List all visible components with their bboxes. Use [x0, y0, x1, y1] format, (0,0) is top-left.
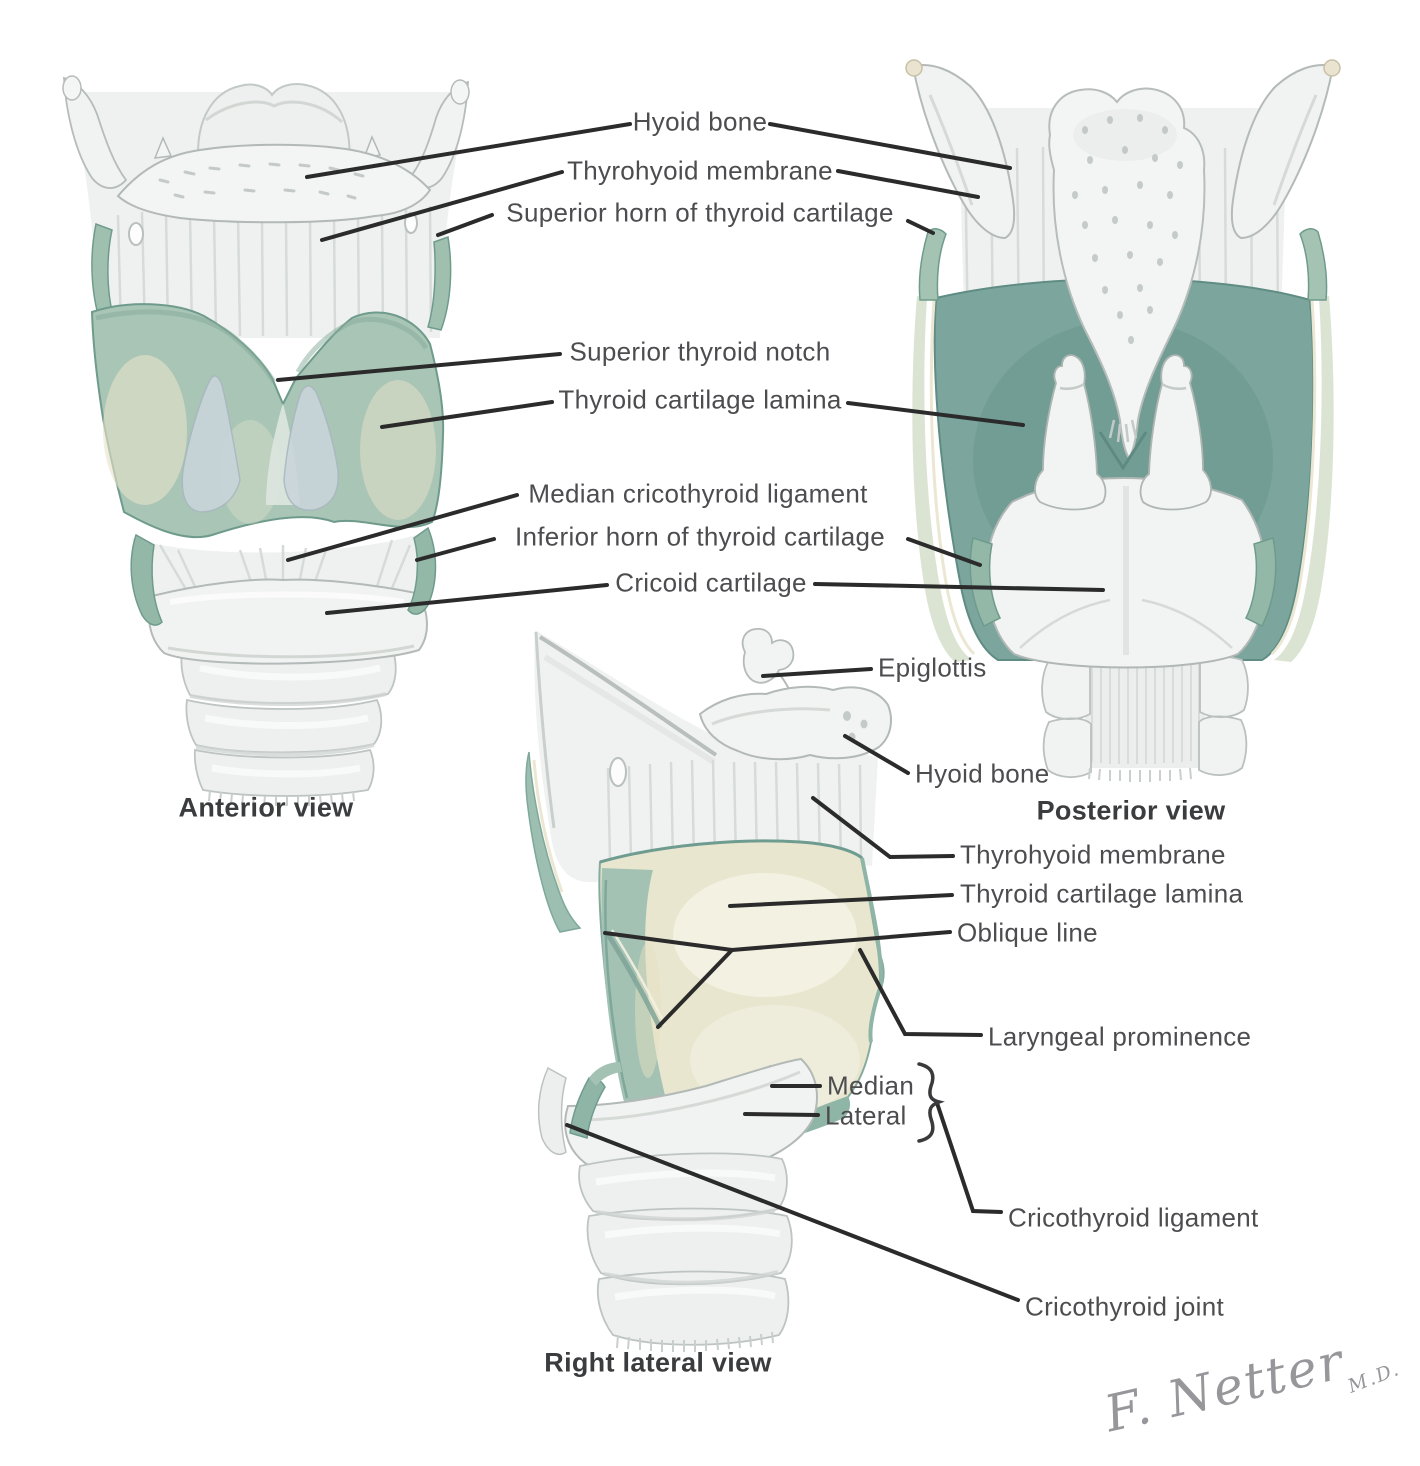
anterior-hyoid-bone	[116, 143, 432, 224]
leader-median-crico-ligament	[286, 493, 519, 562]
label-epiglottis: Epiglottis	[878, 652, 987, 683]
label-thyrohyoid-membrane-top: Thyrohyoid membrane	[567, 155, 833, 186]
label-superior-horn: Superior horn of thyroid cartilage	[506, 197, 894, 228]
right-lateral-view-art	[525, 628, 892, 1352]
lateral-epiglottis-tip	[741, 628, 795, 684]
posterior-view-art	[905, 59, 1341, 782]
leader-cricothyroid-joint	[565, 1123, 1020, 1302]
caption-anterior-view: Anterior view	[178, 792, 354, 823]
label-cricothyroid-joint: Cricothyroid joint	[1025, 1291, 1225, 1322]
leader-cricoid-anterior	[325, 583, 609, 615]
label-oblique-line: Oblique line	[957, 917, 1098, 948]
leader-superior-horn-posterior	[906, 219, 935, 235]
leader-thyrohyoid-anterior	[320, 170, 564, 242]
label-lateral: Lateral	[825, 1100, 907, 1131]
leader-hyoid-posterior	[768, 122, 1012, 170]
label-thyrohyoid-membrane-lateral: Thyrohyoid membrane	[960, 839, 1226, 870]
leader-superior-notch	[276, 352, 562, 382]
leader-lateral	[743, 1112, 820, 1117]
label-superior-thyroid-notch: Superior thyroid notch	[569, 336, 831, 367]
label-thyroid-lamina-top: Thyroid cartilage lamina	[558, 384, 842, 415]
posterior-hyoid-bone	[911, 64, 1335, 240]
label-hyoid-bone-anterior: Hyoid bone	[632, 106, 768, 137]
leader-laryngeal-prominence	[858, 948, 983, 1037]
leader-cricoid-posterior	[813, 582, 1105, 592]
leader-thyrohyoid-posterior	[836, 169, 980, 199]
leader-inferior-horn-anterior	[415, 537, 496, 562]
leader-epiglottis	[761, 667, 873, 678]
leader-lamina-posterior	[846, 401, 1025, 427]
anterior-cricoid-cartilage	[147, 578, 428, 665]
label-median: Median	[827, 1070, 915, 1101]
posterior-epiglottis	[1048, 87, 1206, 460]
posterior-trachea-rings	[1041, 655, 1249, 778]
brace	[917, 1062, 945, 1143]
lateral-hyoid-bone	[698, 685, 892, 761]
caption-right-lateral-view: Right lateral view	[544, 1347, 772, 1378]
anterior-view-art	[62, 75, 470, 807]
posterior-arytenoid-cartilages	[1034, 354, 1212, 511]
leader-oblique-line	[730, 930, 952, 952]
leader-lamina-anterior	[380, 400, 554, 429]
label-cricoid-cartilage: Cricoid cartilage	[615, 567, 807, 598]
label-inferior-horn: Inferior horn of thyroid cartilage	[514, 521, 886, 552]
caption-posterior-view: Posterior view	[1036, 795, 1226, 826]
leader-superior-horn-anterior	[436, 213, 494, 237]
leader-thyrohyoid-lateral	[811, 796, 955, 860]
lateral-oblique-line	[604, 931, 663, 1030]
leader-hyoid-anterior	[305, 122, 632, 179]
leader-hyoid-lateral	[843, 734, 910, 775]
leader-lamina-lateral	[728, 893, 954, 908]
label-hyoid-bone-lateral: Hyoid bone	[915, 758, 1050, 789]
leader-oblique-line-upper	[603, 931, 734, 952]
label-thyroid-lamina-lateral: Thyroid cartilage lamina	[960, 878, 1244, 909]
leader-oblique-line-lower	[656, 948, 734, 1029]
leader-lines	[276, 122, 1105, 1302]
leader-inferior-horn-posterior	[906, 537, 982, 567]
leader-cricothyroid-ligament	[935, 1101, 1003, 1214]
label-cricothyroid-ligament: Cricothyroid ligament	[1008, 1202, 1259, 1233]
label-median-cricothyroid-ligament: Median cricothyroid ligament	[528, 478, 868, 509]
label-laryngeal-prominence: Laryngeal prominence	[988, 1021, 1252, 1052]
